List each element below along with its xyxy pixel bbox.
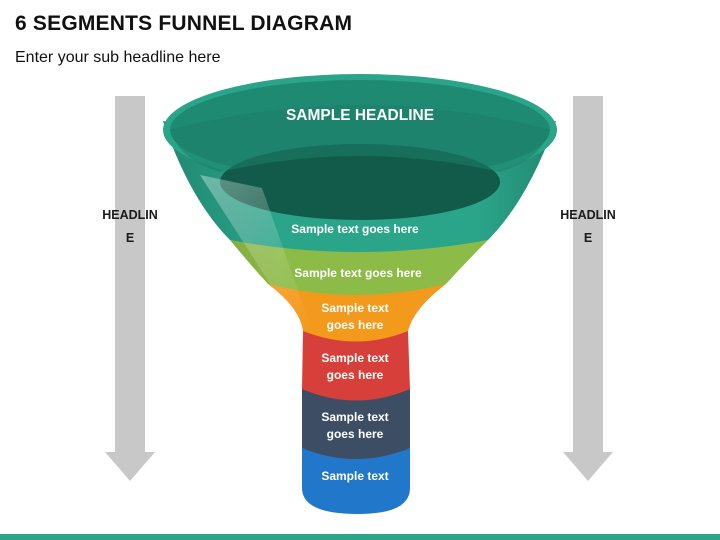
page-title: 6 SEGMENTS FUNNEL DIAGRAM — [15, 12, 353, 35]
segment-5-label: Sample text goes here — [321, 410, 389, 441]
segment-2-label: Sample text goes here — [294, 266, 422, 280]
segment-3-label: Sample text goes here — [321, 301, 389, 332]
funnel-opening — [220, 144, 500, 220]
down-arrow-icon — [105, 96, 155, 481]
funnel-headline: SAMPLE HEADLINE — [285, 107, 435, 124]
segment-6-label: Sample text — [321, 469, 389, 483]
left-headline-label: HEADLINE — [102, 208, 158, 245]
right-headline-arrow: HEADLINE — [560, 96, 616, 482]
down-arrow-icon — [563, 96, 613, 481]
right-headline-label: HEADLINE — [560, 208, 616, 245]
page-subtitle: Enter your sub headline here — [15, 49, 221, 66]
left-headline-arrow: HEADLINE — [102, 96, 158, 482]
segment-4-label: Sample text goes here — [321, 351, 389, 382]
bottom-accent-bar — [0, 534, 720, 540]
segment-1-label: Sample text goes here — [291, 222, 419, 236]
